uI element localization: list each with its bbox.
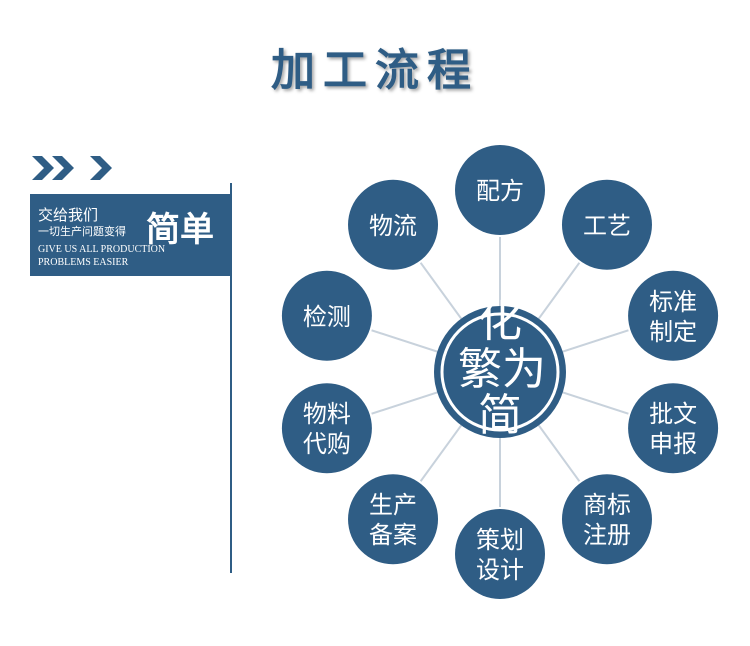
process-node — [348, 179, 439, 270]
process-node-label: 标准 — [649, 288, 697, 316]
process-node — [455, 145, 545, 235]
process-node-label: 制定 — [649, 318, 697, 346]
process-node-label: 申报 — [649, 430, 697, 458]
slogan-banner: 交给我们 一切生产问题变得 简单 GIVE US ALL PRODUCTION … — [30, 194, 230, 276]
process-node-label: 备案 — [369, 521, 417, 549]
process-node — [628, 270, 719, 361]
center-char: 化 — [478, 296, 522, 347]
banner-english-line1: GIVE US ALL PRODUCTION — [38, 244, 166, 255]
banner-english-line2: PROBLEMS EASIER — [38, 257, 129, 268]
process-node — [561, 474, 652, 565]
process-node — [281, 270, 372, 361]
center-char: 为 — [502, 344, 546, 395]
process-node — [348, 474, 439, 565]
process-node-label: 工艺 — [583, 212, 631, 240]
center-char: 简 — [478, 390, 522, 441]
center-circle — [434, 306, 566, 438]
process-node-label: 策划 — [476, 526, 524, 554]
process-node-label: 批文 — [649, 400, 697, 428]
process-node-label: 物料 — [303, 400, 351, 428]
process-node-label: 配方 — [476, 177, 524, 205]
process-node-label: 注册 — [583, 521, 631, 549]
chevron-arrows-icon — [32, 156, 112, 180]
process-node-label: 物流 — [369, 212, 417, 240]
divider-line — [230, 183, 232, 573]
process-node-label: 设计 — [476, 556, 524, 584]
process-node-label: 检测 — [303, 303, 351, 331]
banner-line2: 一切生产问题变得 — [38, 225, 126, 238]
process-node-label: 生产 — [369, 491, 417, 519]
process-node-label: 代购 — [303, 430, 351, 458]
banner-line1: 交给我们 — [38, 206, 99, 224]
center-inner-ring — [440, 312, 560, 432]
process-node — [455, 509, 545, 599]
process-node — [561, 179, 652, 270]
process-node — [281, 383, 372, 474]
process-node — [628, 383, 719, 474]
process-node-label: 商标 — [583, 491, 631, 519]
center-char: 繁 — [458, 344, 502, 395]
page-title: 加工流程 — [271, 45, 479, 96]
banner-big-text: 简单 — [146, 210, 214, 250]
